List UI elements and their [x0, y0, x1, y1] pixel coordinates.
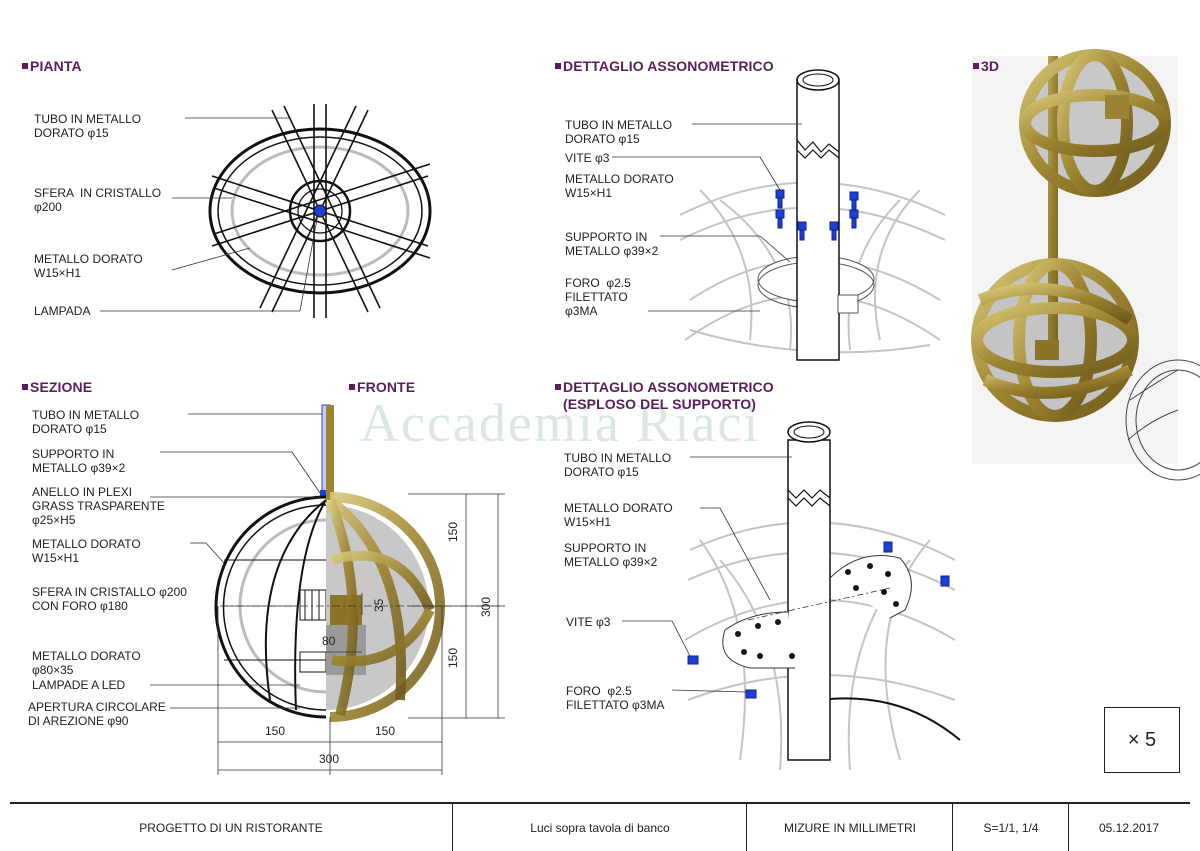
dim-150-right: 150 — [375, 724, 396, 738]
pianta-label-metallo: METALLO DORATO W15×H1 — [34, 252, 143, 280]
footer-date: 05.12.2017 — [1068, 804, 1189, 851]
dettaglio-drawing — [612, 69, 946, 361]
title-sezione: SEZIONE — [22, 379, 92, 395]
sezione-label-metallo: METALLO DORATO W15×H1 — [32, 537, 141, 565]
sezione-label-anello: ANELLO IN PLEXI GRASS TRASPARENTE φ25×H5 — [32, 485, 165, 527]
scale-multiplier-box: × 5 — [1104, 707, 1180, 773]
dim-150-lower: 150 — [446, 647, 460, 668]
watermark: Accademia Riaci — [360, 393, 761, 453]
pianta-label-sfera: SFERA IN CRISTALLO φ200 — [34, 186, 162, 214]
dim-80: 80 — [322, 634, 336, 648]
title-esploso: DETTAGLIO ASSONOMETRICO — [555, 379, 774, 395]
footer-units: MIZURE IN MILLIMETRI — [746, 804, 953, 851]
title-esploso-sub: (ESPLOSO DEL SUPPORTO) — [563, 396, 757, 412]
dettaglio-label-tubo: TUBO IN METALLO DORATO φ15 — [565, 118, 673, 146]
esploso-label-supporto: SUPPORTO IN METALLO φ39×2 — [564, 541, 658, 569]
dim-150-left: 150 — [265, 724, 286, 738]
esploso-label-vite: VITE φ3 — [566, 615, 611, 629]
esploso-drawing — [622, 421, 961, 771]
pianta-drawing — [100, 104, 432, 318]
render-3d — [971, 49, 1200, 481]
sezione-label-sfera: SFERA IN CRISTALLO φ200 CON FORO φ180 — [32, 585, 187, 613]
sezione-label-supporto: SUPPORTO IN METALLO φ39×2 — [32, 447, 126, 475]
dettaglio-label-metallo: METALLO DORATO W15×H1 — [565, 172, 674, 200]
esploso-label-foro: FORO φ2.5 FILETTATO φ3MA — [566, 684, 665, 712]
title-pianta: PIANTA — [22, 58, 82, 74]
title-block: PROGETTO DI UN RISTORANTE Luci sopra tav… — [10, 802, 1190, 851]
dim-300-bottom: 300 — [319, 752, 340, 766]
title-esploso-text: DETTAGLIO ASSONOMETRICO — [563, 379, 774, 395]
sezione-label-metallo2: METALLO DORATO φ80×35 — [32, 649, 141, 677]
esploso-label-tubo: TUBO IN METALLO DORATO φ15 — [564, 451, 672, 479]
title-3d: 3D — [973, 58, 999, 74]
dettaglio-label-supporto: SUPPORTO IN METALLO φ39×2 — [565, 230, 659, 258]
dettaglio-label-foro: FORO φ2.5 FILETTATO φ3MA — [565, 276, 631, 318]
dim-300-side: 300 — [479, 596, 493, 617]
title-pianta-text: PIANTA — [30, 58, 82, 74]
title-3d-text: 3D — [981, 58, 1000, 74]
title-fronte: FRONTE — [349, 379, 415, 395]
sezione-dimension-lines — [150, 413, 505, 775]
dim-150-upper: 150 — [446, 521, 460, 542]
footer-project: PROGETTO DI UN RISTORANTE — [139, 820, 323, 835]
fronte-drawing — [325, 405, 445, 722]
esploso-label-metallo: METALLO DORATO W15×H1 — [564, 501, 673, 529]
dettaglio-label-vite: VITE φ3 — [565, 151, 610, 165]
sezione-label-tubo: TUBO IN METALLO DORATO φ15 — [32, 408, 140, 436]
sezione-label-led: LAMPADE A LED — [32, 678, 126, 692]
pianta-label-tubo: TUBO IN METALLO DORATO φ15 — [34, 112, 142, 140]
pianta-label-lampada: LAMPADA — [34, 304, 91, 318]
title-dettaglio-text: DETTAGLIO ASSONOMETRICO — [563, 58, 774, 74]
sezione-label-apertura: APERTURA CIRCOLARE DI AREZIONE φ90 — [28, 700, 166, 728]
footer-scale: S=1/1, 1/4 — [952, 804, 1069, 851]
title-fronte-text: FRONTE — [357, 379, 416, 395]
title-dettaglio: DETTAGLIO ASSONOMETRICO — [555, 58, 774, 74]
dim-35: 35 — [372, 598, 386, 612]
title-sezione-text: SEZIONE — [30, 379, 93, 395]
footer-subject: Luci sopra tavola di banco — [452, 804, 747, 851]
